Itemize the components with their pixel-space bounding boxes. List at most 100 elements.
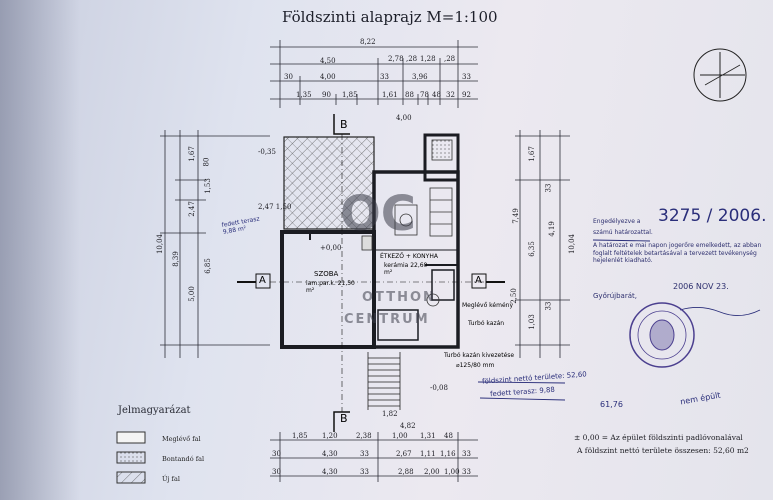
label-boiler-exhaust: Turbó kazán kivezetése — [444, 352, 515, 359]
approval-place: Győrújbarát, — [593, 292, 637, 300]
approval-line-1: Engedélyezve a — [593, 218, 641, 225]
dim-bottom-r3-2: 33 — [360, 468, 369, 476]
dim-bottom-r2-2: 33 — [360, 450, 369, 458]
approval-number: 3275 / 2006. — [658, 206, 767, 226]
dim-left-7: 6,85 — [203, 258, 212, 274]
dim-bottom-r1-0: 1,85 — [292, 432, 308, 440]
dim-top-r3-4: 33 — [462, 73, 471, 81]
dim-right-1: 33 — [544, 183, 553, 193]
room-szoba-detail: lam.par.k. 21,50 m² — [306, 280, 355, 294]
approval-line-2: számú határozattal. — [593, 229, 653, 236]
section-a-right-label: A — [475, 275, 482, 286]
dim-top-r4-7: 32 — [446, 91, 455, 99]
dim-right-2: 4,19 — [547, 221, 556, 237]
page-title: Földszinti alaprajz M=1:100 — [282, 8, 498, 26]
legend-swatch-existing — [116, 431, 146, 444]
legend-label-new: Új fal — [162, 475, 180, 483]
entrance-stairs — [367, 352, 401, 410]
dim-top-r2-0: 4,50 — [320, 57, 336, 65]
dim-top-r4-4: 88 — [405, 91, 414, 99]
section-b-top-label: B — [340, 118, 348, 131]
dim-top-r4-2: 1,85 — [342, 91, 358, 99]
legend-swatch-new — [116, 471, 146, 484]
level-marker-1: -0,35 — [258, 148, 276, 156]
dim-left-0: 10,04 — [156, 233, 165, 255]
dim-bottom-r1-3: 1,00 — [392, 432, 408, 440]
dim-top-r3-1: 4,00 — [320, 73, 336, 81]
room-etkezo-detail: kerámia 22,60 m² — [384, 262, 428, 276]
dim-top-r3-0: 30 — [284, 73, 293, 81]
note-total-area: A földszint nettó területe összesen: 52,… — [577, 446, 749, 455]
dim-top-r4-6: 48 — [432, 91, 441, 99]
legend-label-demolish: Bontandó fal — [162, 455, 205, 463]
watermark-line-2: CENTRUM — [344, 312, 430, 327]
section-a-left-label: A — [259, 275, 266, 286]
handwritten-total: 61,76 — [600, 400, 623, 409]
level-marker-2: -0,08 — [430, 384, 448, 392]
dim-bottom-r1-2: 2,38 — [356, 432, 372, 440]
watermark-line-1: OTTHON — [362, 290, 436, 305]
bottom-dimension-lines — [270, 432, 478, 482]
dim-terrace-side: 2,47 1,50 — [258, 203, 292, 211]
room-szoba-label: SZOBA — [314, 270, 339, 278]
dim-bottom-r3-6: 33 — [462, 468, 471, 476]
dim-left-3: 1,67 — [187, 146, 196, 162]
dim-top-r4-1: 90 — [322, 91, 331, 99]
dim-bottom-small-2: 4,82 — [400, 422, 416, 430]
watermark-logo: OC — [340, 186, 417, 242]
dim-top-r2-3: 1,28 — [420, 55, 436, 63]
dim-right-5: 10,04 — [568, 233, 577, 255]
official-stamp — [629, 302, 695, 368]
dim-right-4: 7,49 — [511, 208, 520, 224]
dim-right-0: 1,67 — [527, 146, 536, 162]
section-b-bottom-label: B — [340, 412, 348, 425]
dim-top-r4-8: 92 — [462, 91, 471, 99]
dim-bottom-r3-5: 1,00 — [444, 468, 460, 476]
dim-top-r2-4: ,28 — [444, 55, 456, 63]
dim-bottom-r3-0: 30 — [272, 468, 281, 476]
section-markers — [237, 114, 505, 432]
north-arrow-icon — [693, 48, 747, 102]
dim-bottom-r2-4: 1,11 — [420, 450, 436, 458]
legend-title: Jelmagyarázat — [118, 405, 191, 416]
handwritten-strokes — [477, 239, 761, 401]
dim-left-4: 2,47 — [187, 201, 196, 217]
dim-top-r2-2: ,28 — [406, 55, 418, 63]
building-walls — [280, 133, 460, 349]
dim-left-6: 1,53 — [203, 178, 212, 194]
dim-bottom-r3-4: 2,00 — [424, 468, 440, 476]
dim-top-r4-0: 1,35 — [296, 91, 312, 99]
approval-date: 2006 NOV 23. — [673, 282, 729, 291]
dim-left-1: 8,39 — [171, 251, 180, 267]
dim-left-2: 5,00 — [187, 286, 196, 302]
dim-right-7: 1,03 — [527, 314, 536, 330]
approval-body: A határozat e mai napon jogerőre emelked… — [593, 242, 762, 264]
page-shadow — [0, 0, 80, 500]
room-etkezo-label: ÉTKEZŐ + KONYHA — [380, 253, 438, 260]
dim-right-6: 33 — [544, 301, 553, 311]
dim-bottom-r3-1: 4,30 — [322, 468, 338, 476]
label-chimney: Meglévő kémény — [462, 302, 514, 309]
left-dimension-lines — [160, 130, 270, 358]
legend-label-existing: Meglévő fal — [162, 435, 201, 443]
interior-fixtures — [361, 139, 453, 307]
dim-top-r4-5: 78 — [420, 91, 429, 99]
top-dimension-lines — [270, 40, 478, 108]
dim-right-3: 6,35 — [527, 241, 536, 257]
level-marker-3: +0,00 — [320, 244, 342, 252]
dim-bottom-r1-1: 1,20 — [322, 432, 338, 440]
dim-stairs-width: 1,82 — [382, 410, 398, 418]
dim-top-r3-3: 3,96 — [412, 73, 428, 81]
dim-total-width: 8,22 — [360, 38, 376, 46]
dim-bottom-r2-5: 1,16 — [440, 450, 456, 458]
dim-top-r2-1: 2,78 — [388, 55, 404, 63]
dim-top-door: 4,00 — [396, 114, 412, 122]
right-dimension-lines — [515, 130, 570, 358]
dim-top-r4-3: 1,61 — [382, 91, 398, 99]
dim-bottom-r2-0: 30 — [272, 450, 281, 458]
label-boiler: Turbó kazán — [468, 320, 505, 327]
dim-bottom-r2-3: 2,67 — [396, 450, 412, 458]
dim-left-5: 80 — [202, 157, 211, 167]
legend-swatch-demolish — [116, 451, 146, 464]
label-exhaust-dim: ⌀125/80 mm — [456, 362, 495, 369]
